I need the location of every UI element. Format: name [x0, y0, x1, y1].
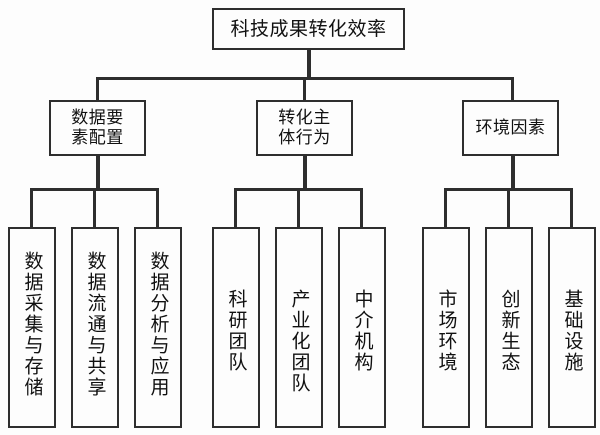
- connector-to-leaf-2: [156, 188, 159, 228]
- branch-node-label: 数据要 素配置: [71, 108, 124, 148]
- leaf-node-label: 数据分析与应用: [147, 251, 170, 398]
- branch-node-label: 环境因素: [475, 117, 546, 138]
- connector-to-branch-0: [96, 77, 99, 101]
- branch-label-line2: 素配置: [71, 128, 124, 148]
- connector-to-branch-2: [511, 77, 514, 101]
- branch-node-environment[interactable]: 环境因素: [462, 100, 559, 156]
- branch-label-line2: 体行为: [278, 128, 331, 148]
- leaf-node-label: 市场环境: [435, 289, 458, 373]
- branch-node-actor-behavior[interactable]: 转化主 体行为: [256, 100, 353, 156]
- branch-node-label: 转化主 体行为: [278, 108, 331, 148]
- connector-root-stem: [307, 50, 311, 79]
- connector-to-leaf-8: [570, 188, 573, 228]
- leaf-node-data-circulation-sharing[interactable]: 数据流通与共享: [71, 227, 119, 428]
- connector-to-leaf-6: [444, 188, 447, 228]
- leaf-node-infrastructure[interactable]: 基础设施: [548, 227, 596, 428]
- leaf-node-label: 中介机构: [351, 289, 374, 373]
- leaf-node-label: 数据流通与共享: [84, 251, 107, 398]
- connector-to-leaf-5: [360, 188, 363, 228]
- leaf-node-industrialization-team[interactable]: 产业化团队: [275, 227, 323, 428]
- connector-branch-0-stem: [96, 155, 100, 189]
- leaf-node-label: 基础设施: [561, 289, 584, 373]
- connector-to-leaf-3: [234, 188, 237, 228]
- leaf-node-data-analysis-application[interactable]: 数据分析与应用: [134, 227, 182, 428]
- leaf-node-data-collection-storage[interactable]: 数据采集与存储: [8, 227, 56, 428]
- connector-branch-2-stem: [511, 155, 515, 189]
- root-node[interactable]: 科技成果转化效率: [212, 8, 405, 50]
- connector-to-leaf-7: [507, 188, 510, 228]
- connector-to-leaf-0: [30, 188, 33, 228]
- leaf-node-intermediary-agency[interactable]: 中介机构: [338, 227, 386, 428]
- connector-branch-1-stem: [303, 155, 307, 189]
- leaf-node-label: 产业化团队: [288, 289, 311, 394]
- leaf-node-label: 创新生态: [498, 289, 521, 373]
- leaf-node-research-team[interactable]: 科研团队: [212, 227, 260, 428]
- branch-label-line1: 转化主: [278, 107, 331, 128]
- branch-label-line1: 数据要: [71, 107, 124, 128]
- leaf-node-label: 数据采集与存储: [21, 251, 44, 398]
- root-node-label: 科技成果转化效率: [230, 17, 387, 40]
- connector-to-leaf-1: [93, 188, 96, 228]
- leaf-node-label: 科研团队: [225, 289, 248, 373]
- leaf-node-market-environment[interactable]: 市场环境: [422, 227, 470, 428]
- branch-node-data-elements[interactable]: 数据要 素配置: [49, 100, 146, 156]
- connector-to-branch-1: [303, 77, 306, 101]
- leaf-node-innovation-ecosystem[interactable]: 创新生态: [485, 227, 533, 428]
- connector-to-leaf-4: [297, 188, 300, 228]
